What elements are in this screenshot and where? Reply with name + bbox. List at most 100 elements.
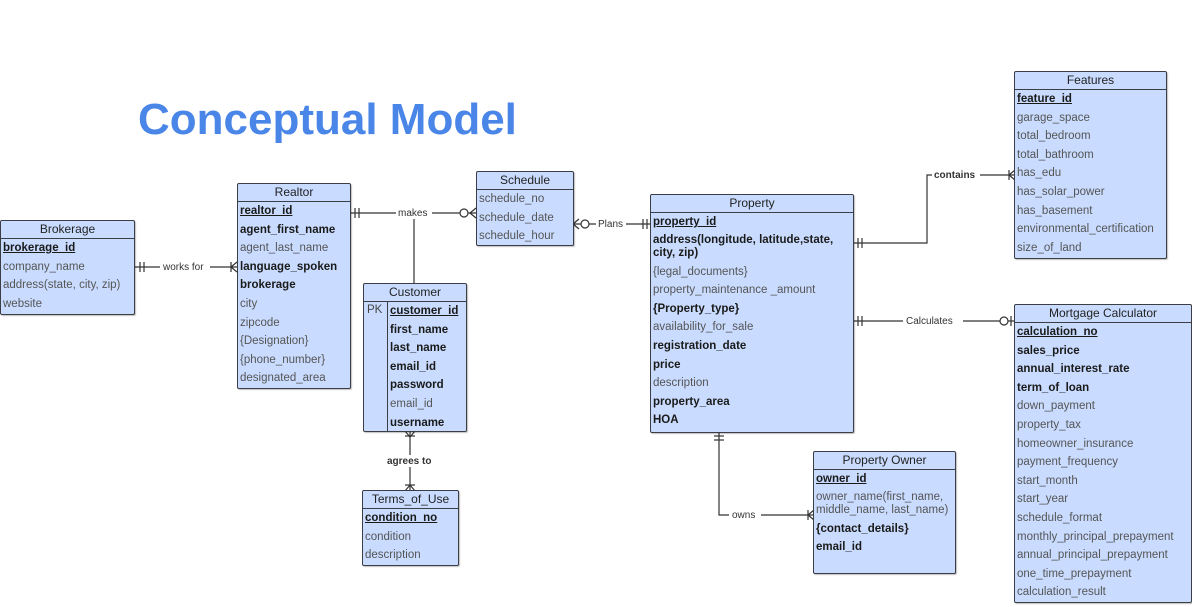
- attribute: schedule_date: [479, 211, 554, 224]
- attribute: calculation_no: [1017, 326, 1098, 338]
- attribute: has_basement: [1017, 204, 1093, 217]
- attribute: email_id: [390, 360, 437, 373]
- entity-property-owner[interactable]: Property Owner owner_id owner_name(first…: [813, 451, 956, 574]
- entity-realtor[interactable]: Realtor realtor_id agent_first_name agen…: [237, 183, 351, 389]
- entity-features[interactable]: Features feature_id garage_space total_b…: [1014, 71, 1167, 259]
- attribute: price: [653, 358, 681, 371]
- attribute: down_payment: [1017, 400, 1095, 413]
- entity-header: Features: [1015, 72, 1166, 90]
- attribute: size_of_land: [1017, 241, 1082, 254]
- attribute: {Designation}: [240, 335, 309, 348]
- attribute: language_spoken: [240, 260, 338, 273]
- entity-terms-of-use[interactable]: Terms_of_Use condition_no condition desc…: [362, 490, 459, 566]
- attribute: schedule_format: [1017, 511, 1103, 524]
- entity-header: Property Owner: [814, 452, 955, 470]
- attribute: brokerage: [240, 279, 296, 292]
- attribute: registration_date: [653, 339, 747, 352]
- attribute: {legal_documents}: [653, 265, 748, 278]
- rel-label-plans: Plans: [598, 219, 623, 230]
- attribute: realtor_id: [240, 205, 293, 217]
- attribute: environmental_certification: [1017, 223, 1154, 236]
- attribute: total_bathroom: [1017, 148, 1094, 161]
- rel-contains: contains: [853, 169, 1016, 248]
- rel-label-works-for: works for: [162, 262, 204, 273]
- rel-makes: makes: [350, 207, 477, 284]
- attribute: description: [365, 549, 421, 562]
- attribute: address(longitude, latitude,state, city,…: [653, 233, 834, 259]
- attribute: annual_principal_prepayment: [1017, 549, 1168, 562]
- attribute: customer_id: [390, 305, 459, 317]
- attribute: owner_id: [816, 473, 867, 485]
- entity-schedule[interactable]: Schedule schedule_no schedule_date sched…: [476, 171, 574, 246]
- attribute: city: [240, 297, 258, 310]
- entity-header: Schedule: [477, 172, 573, 190]
- attribute: agent_first_name: [240, 223, 336, 236]
- attribute: email_id: [816, 541, 863, 554]
- entity-brokerage[interactable]: Brokerage brokerage_id company_name addr…: [0, 220, 135, 315]
- attribute: start_year: [1017, 493, 1069, 506]
- attribute: {phone_number}: [240, 353, 326, 366]
- attribute: payment_frequency: [1017, 456, 1119, 469]
- attribute: last_name: [390, 342, 447, 355]
- entity-header: Brokerage: [1, 221, 134, 239]
- attribute: description: [653, 377, 709, 390]
- attribute: {Property_type}: [653, 302, 740, 315]
- attribute: start_month: [1017, 474, 1078, 487]
- attribute: monthly_principal_prepayment: [1017, 530, 1174, 543]
- attribute: company_name: [3, 260, 85, 273]
- attribute: one_time_prepayment: [1017, 567, 1132, 580]
- entity-customer[interactable]: Customer PK customer_id first_name last_…: [363, 283, 467, 432]
- attribute: email_id: [390, 397, 433, 410]
- rel-owns: owns: [714, 431, 815, 521]
- attribute: total_bedroom: [1017, 130, 1091, 143]
- pk-label: PK: [367, 304, 383, 316]
- rel-label-calculates: Calculates: [906, 316, 953, 327]
- attribute: calculation_result: [1017, 586, 1106, 599]
- attribute: has_solar_power: [1017, 185, 1105, 198]
- attribute: address(state, city, zip): [3, 279, 121, 292]
- entity-property[interactable]: Property property_id address(longitude, …: [650, 194, 854, 433]
- attribute: term_of_loan: [1017, 381, 1090, 394]
- attribute: property_maintenance _amount: [653, 284, 816, 297]
- rel-label-owns: owns: [732, 510, 755, 521]
- page-title: Conceptual Model: [138, 95, 517, 144]
- attribute: availability_for_sale: [653, 321, 754, 334]
- attribute: first_name: [390, 323, 449, 336]
- attribute: sales_price: [1017, 344, 1080, 357]
- attribute: property_id: [653, 216, 717, 228]
- rel-works-for: works for: [134, 261, 238, 273]
- attribute: owner_name(first_name, middle_name, last…: [816, 490, 949, 516]
- pk-column: PK: [364, 301, 388, 431]
- attribute: HOA: [653, 414, 679, 427]
- attribute: property_area: [653, 395, 730, 408]
- attribute: condition: [365, 530, 412, 543]
- entity-mortgage-calculator[interactable]: Mortgage Calculator calculation_no sales…: [1014, 304, 1192, 603]
- attribute: schedule_hour: [479, 230, 555, 243]
- entity-header: Realtor: [238, 184, 350, 202]
- attribute: annual_interest_rate: [1017, 363, 1130, 376]
- attribute: designated_area: [240, 372, 326, 385]
- attribute: feature_id: [1017, 93, 1072, 105]
- attribute: agent_last_name: [240, 242, 329, 255]
- attribute: password: [390, 379, 444, 392]
- attribute: garage_space: [1017, 111, 1090, 124]
- attribute: schedule_no: [479, 193, 545, 205]
- attribute: condition_no: [365, 512, 438, 524]
- attribute: property_tax: [1017, 418, 1081, 431]
- attribute: has_edu: [1017, 167, 1062, 180]
- attribute: brokerage_id: [3, 242, 76, 254]
- entity-header: Property: [651, 195, 853, 213]
- entity-header: Mortgage Calculator: [1015, 305, 1191, 323]
- rel-agrees-to: agrees to: [384, 430, 436, 492]
- attribute: username: [390, 416, 445, 429]
- rel-calculates: Calculates: [853, 315, 1015, 327]
- attribute: homeowner_insurance: [1017, 437, 1134, 450]
- entity-header: Terms_of_Use: [363, 491, 458, 509]
- rel-label-contains: contains: [934, 170, 976, 181]
- rel-label-agrees-to: agrees to: [387, 456, 431, 467]
- attribute: website: [3, 297, 42, 310]
- attribute: zipcode: [240, 316, 280, 329]
- attribute: {contact_details}: [816, 522, 909, 535]
- entity-header: Customer: [364, 284, 466, 302]
